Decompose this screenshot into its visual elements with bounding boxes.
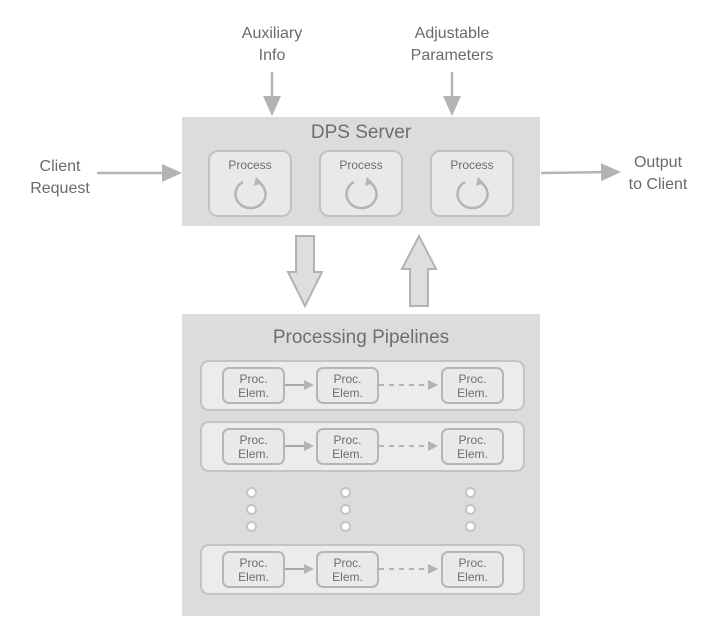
pe-line1: Proc. — [458, 372, 487, 386]
processing-element: Proc. Elem. — [316, 428, 379, 465]
auxiliary-line1: Auxiliary — [241, 25, 303, 42]
auxiliary-info-label: Auxiliary Info — [232, 23, 312, 67]
adjustable-parameters-label: Adjustable Parameters — [392, 23, 512, 67]
pe-line1: Proc. — [333, 556, 362, 570]
processing-pipelines-title: Processing Pipelines — [272, 327, 450, 348]
ellipsis-dot — [340, 487, 351, 498]
pipeline-arrows — [285, 441, 438, 451]
processing-element: Proc. Elem. — [222, 428, 285, 465]
processing-element: Proc. Elem. — [222, 551, 285, 588]
ellipsis-dot — [465, 521, 476, 532]
auxiliary-line2: Info — [258, 47, 286, 64]
processing-element: Proc. Elem. — [441, 367, 504, 404]
pe-line2: Elem. — [238, 570, 269, 584]
pe-line2: Elem. — [457, 386, 488, 400]
pipeline-row-2: Proc. Elem. Proc. Elem. Proc. Elem. — [200, 421, 525, 472]
client-request-line2: Request — [30, 180, 90, 197]
process-box-2: Process — [319, 150, 403, 217]
process-label: Process — [228, 158, 272, 172]
output-line1: Output — [633, 154, 683, 171]
ellipsis-dot — [465, 504, 476, 515]
output-to-client-label: Output to Client — [618, 152, 698, 196]
pe-line1: Proc. — [458, 556, 487, 570]
pe-line2: Elem. — [332, 386, 363, 400]
adjustable-line1: Adjustable — [414, 25, 490, 42]
processing-element: Proc. Elem. — [441, 551, 504, 588]
processing-element: Proc. Elem. — [316, 551, 379, 588]
pe-line2: Elem. — [332, 570, 363, 584]
ellipsis-dot — [246, 521, 257, 532]
ellipsis-dot — [246, 487, 257, 498]
process-box-3: Process — [430, 150, 514, 217]
cycle-icon — [234, 177, 267, 210]
pe-line2: Elem. — [238, 447, 269, 461]
ellipsis-dot — [246, 504, 257, 515]
process-label: Process — [450, 158, 494, 172]
process-label: Process — [339, 158, 383, 172]
pe-line1: Proc. — [333, 433, 362, 447]
output-arrow — [540, 163, 621, 182]
process-box-1: Process — [208, 150, 292, 217]
pe-line1: Proc. — [239, 372, 268, 386]
pe-line2: Elem. — [238, 386, 269, 400]
pe-line2: Elem. — [332, 447, 363, 461]
pe-line2: Elem. — [457, 570, 488, 584]
pipeline-arrows — [285, 564, 438, 574]
ellipsis-dot — [340, 504, 351, 515]
processing-element: Proc. Elem. — [316, 367, 379, 404]
cycle-icon — [456, 177, 489, 210]
pipeline-arrows — [285, 380, 438, 390]
pe-line1: Proc. — [239, 556, 268, 570]
pe-line1: Proc. — [458, 433, 487, 447]
processing-element: Proc. Elem. — [441, 428, 504, 465]
processing-element: Proc. Elem. — [222, 367, 285, 404]
pe-line1: Proc. — [239, 433, 268, 447]
pipeline-row-3: Proc. Elem. Proc. Elem. Proc. Elem. — [200, 544, 525, 595]
dps-server-title: DPS Server — [310, 122, 412, 143]
pipeline-row-1: Proc. Elem. Proc. Elem. Proc. Elem. — [200, 360, 525, 411]
cycle-icon — [345, 177, 378, 210]
ellipsis-dot — [465, 487, 476, 498]
up-block-arrow — [400, 233, 438, 307]
client-request-line1: Client — [39, 158, 81, 175]
pe-line2: Elem. — [457, 447, 488, 461]
client-request-label: Client Request — [20, 156, 100, 200]
pe-line1: Proc. — [333, 372, 362, 386]
output-line2: to Client — [628, 176, 688, 193]
adjustable-line2: Parameters — [410, 47, 494, 64]
ellipsis-dot — [340, 521, 351, 532]
down-block-arrow — [286, 235, 324, 309]
